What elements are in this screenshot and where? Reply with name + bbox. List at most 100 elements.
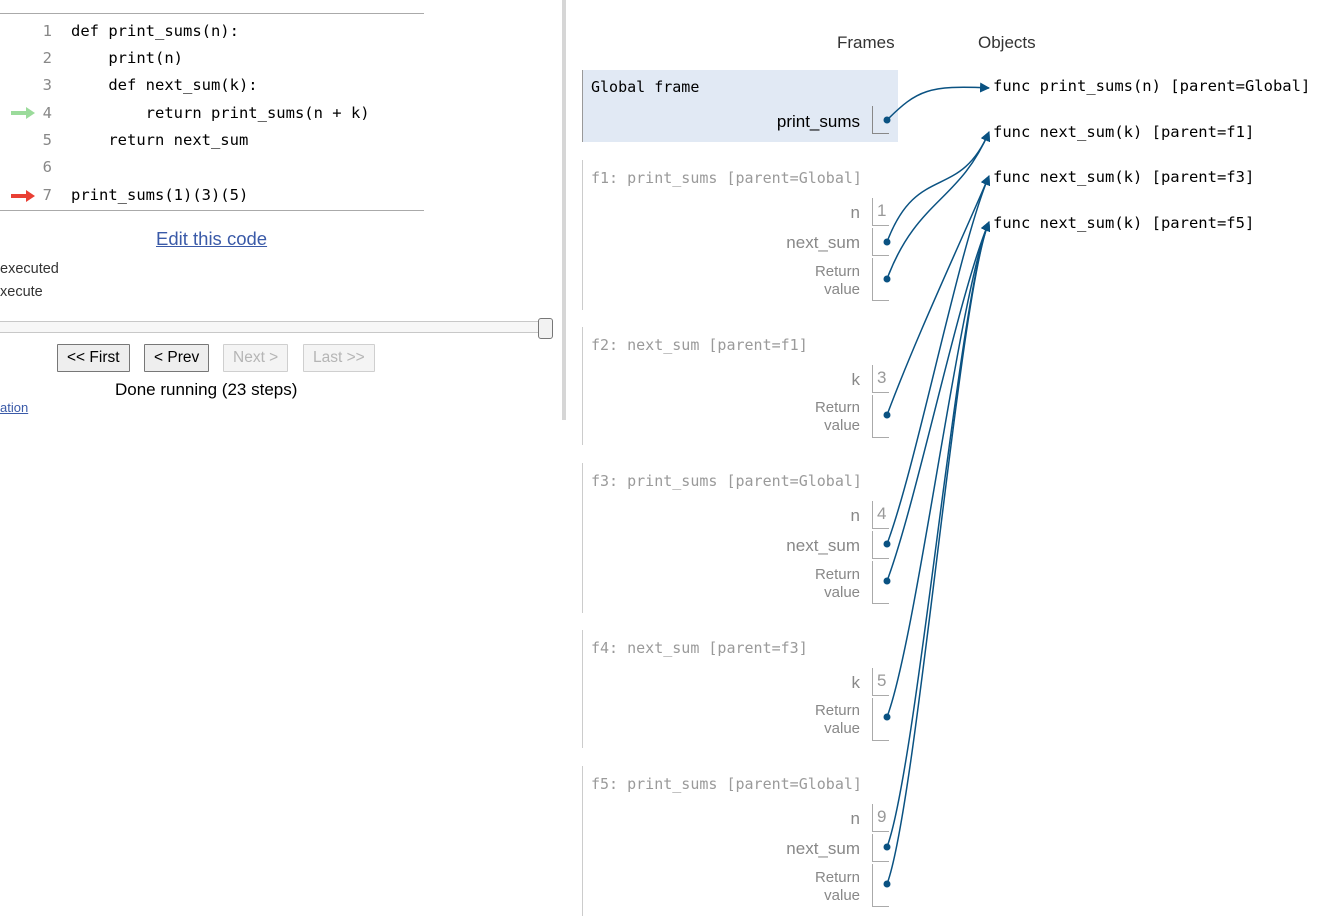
var-value: 5 — [877, 671, 887, 690]
frame-f1: f1: print_sums [parent=Global] n 1 next_… — [582, 160, 898, 310]
code-bottom-rule — [0, 210, 424, 211]
pointer-arrow — [886, 221, 991, 582]
frame-f4: f4: next_sum [parent=f3] k 5 Return valu… — [582, 630, 898, 748]
line-number: 2 — [42, 49, 52, 67]
frame-border — [582, 766, 583, 916]
var-name: k — [851, 370, 861, 389]
code-line: 1 def print_sums(n): — [0, 18, 424, 45]
return-value-box — [872, 395, 889, 438]
line-number: 6 — [42, 158, 52, 176]
var-value-box: 3 — [872, 365, 889, 393]
frame-title: f2: next_sum [parent=f1] — [591, 336, 808, 354]
last-button[interactable]: Last >> — [303, 344, 375, 372]
code-line: 2 print(n) — [0, 45, 424, 72]
pointer-arrow — [886, 221, 991, 885]
var-value: 4 — [877, 504, 887, 523]
line-number: 5 — [42, 131, 52, 149]
global-frame: Global frame print_sums — [582, 70, 898, 142]
status-text: Done running (23 steps) — [115, 380, 298, 399]
step-slider-track[interactable] — [0, 321, 548, 333]
bottom-link[interactable]: ation — [0, 400, 29, 415]
first-button[interactable]: << First — [57, 344, 130, 372]
frame-f2: f2: next_sum [parent=f1] k 3 Return valu… — [582, 327, 898, 445]
var-name: next_sum — [786, 839, 860, 858]
return-value-label: Return value — [814, 869, 860, 904]
code-line: 4 return print_sums(n + k) — [0, 100, 424, 127]
var-value-box — [872, 106, 889, 134]
code-line: 5 return next_sum — [0, 127, 424, 154]
return-value-label: Return value — [814, 566, 860, 601]
line-code: return next_sum — [71, 131, 249, 149]
frame-border — [582, 70, 583, 142]
return-value-label: Return value — [814, 399, 860, 434]
frame-border — [582, 630, 583, 748]
return-value-label: Return value — [814, 263, 860, 298]
frame-border — [582, 463, 583, 613]
var-value: 1 — [877, 201, 887, 220]
var-value: 3 — [877, 368, 887, 387]
legend-executed-text: executed — [0, 261, 59, 277]
pointer-arrow — [886, 131, 991, 280]
objects-header: Objects — [978, 33, 1036, 52]
line-code: print(n) — [71, 49, 183, 67]
edit-code-link[interactable]: Edit this code — [156, 228, 268, 249]
line-number: 1 — [42, 22, 52, 40]
frame-title: f3: print_sums [parent=Global] — [591, 472, 862, 490]
frame-title: f4: next_sum [parent=f3] — [591, 639, 808, 657]
frame-border — [582, 160, 583, 310]
pointer-arrow — [886, 175, 991, 416]
frame-title: f5: print_sums [parent=Global] — [591, 775, 862, 793]
func-object: func print_sums(n) [parent=Global] — [993, 77, 1311, 95]
frames-header: Frames — [837, 33, 895, 52]
var-name: n — [850, 809, 860, 828]
var-value-box: 9 — [872, 804, 889, 832]
return-value-box — [872, 698, 889, 741]
var-name: next_sum — [786, 536, 860, 555]
return-value-box — [872, 864, 889, 907]
pointer-arrow — [886, 221, 991, 848]
var-value-box — [872, 834, 889, 862]
code-top-rule — [0, 13, 424, 14]
var-value-box: 4 — [872, 501, 889, 529]
var-name: k — [851, 673, 861, 692]
frame-border — [582, 327, 583, 445]
var-value-box — [872, 531, 889, 559]
return-value-label: Return value — [814, 702, 860, 737]
return-value-box — [872, 258, 889, 301]
var-value: 9 — [877, 807, 887, 826]
line-code: print_sums(1)(3)(5) — [71, 186, 249, 204]
func-object: func next_sum(k) [parent=f5] — [993, 214, 1255, 232]
var-value-box: 5 — [872, 668, 889, 696]
code-line: 6 — [0, 154, 424, 181]
line-number: 3 — [42, 76, 52, 94]
var-value-box: 1 — [872, 198, 889, 226]
line-code: return print_sums(n + k) — [71, 104, 370, 122]
var-name: print_sums — [776, 112, 860, 131]
line-code: def print_sums(n): — [71, 22, 239, 40]
line-code: def next_sum(k): — [71, 76, 258, 94]
step-slider-handle[interactable] — [538, 318, 553, 339]
pointer-arrow — [886, 131, 991, 243]
frame-f3: f3: print_sums [parent=Global] n 4 next_… — [582, 463, 898, 613]
legend-to-execute-text: xecute — [0, 284, 43, 300]
line-number: 7 — [42, 186, 52, 204]
code-line: 3 def next_sum(k): — [0, 72, 424, 99]
func-object: func next_sum(k) [parent=f1] — [993, 123, 1255, 141]
var-name: n — [850, 506, 860, 525]
next-line-arrow-icon — [11, 190, 35, 202]
line-number: 4 — [42, 104, 52, 122]
code-line: 7 print_sums(1)(3)(5) — [0, 182, 424, 209]
var-value-box — [872, 228, 889, 256]
return-value-box — [872, 561, 889, 604]
prev-button[interactable]: < Prev — [144, 344, 210, 372]
previous-line-arrow-icon — [11, 107, 35, 119]
frame-title: Global frame — [591, 78, 700, 96]
pointer-arrow — [886, 221, 991, 718]
code-panel: 1 def print_sums(n): 2 print(n) 3 def ne… — [0, 0, 562, 923]
code-listing: 1 def print_sums(n): 2 print(n) 3 def ne… — [0, 14, 424, 210]
panel-divider[interactable] — [562, 0, 566, 420]
next-button[interactable]: Next > — [223, 344, 289, 372]
frame-f5: f5: print_sums [parent=Global] n 9 next_… — [582, 766, 898, 916]
pointer-arrow — [886, 175, 991, 545]
pointer-arrow — [886, 82, 990, 121]
